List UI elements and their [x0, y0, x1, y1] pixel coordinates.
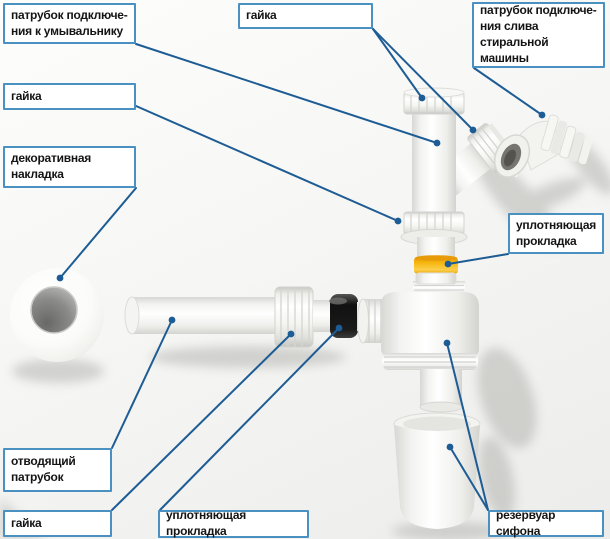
label-decorative-cover: декоративная накладка	[3, 146, 136, 188]
reservoir-cup-part	[393, 412, 481, 529]
label-washbasin-connection: патрубок подключе- ния к умывальнику	[3, 3, 136, 44]
label-sealing-gasket-lower: уплотняющая прокладка	[158, 508, 309, 538]
leader-dots	[56, 94, 546, 451]
label-washing-machine-drain: патрубок подключе- ния слива стиральной …	[472, 2, 605, 68]
label-nut-top: гайка	[238, 3, 373, 29]
washing-machine-connector-part	[493, 114, 593, 178]
label-sealing-gasket-upper: уплотняющая прокладка	[508, 213, 604, 254]
label-outlet-pipe: отводящий патрубок	[3, 448, 112, 492]
leader-lines	[56, 28, 546, 511]
outlet-pipe-part	[124, 286, 363, 348]
label-siphon-reservoir: резервуар сифона	[488, 508, 604, 538]
decorative-cover-part	[10, 268, 104, 362]
siphon-body-part	[357, 281, 479, 413]
vertical-pipe-part	[400, 87, 516, 285]
label-nut-bottom: гайка	[3, 510, 112, 537]
label-nut-left: гайка	[3, 83, 136, 110]
